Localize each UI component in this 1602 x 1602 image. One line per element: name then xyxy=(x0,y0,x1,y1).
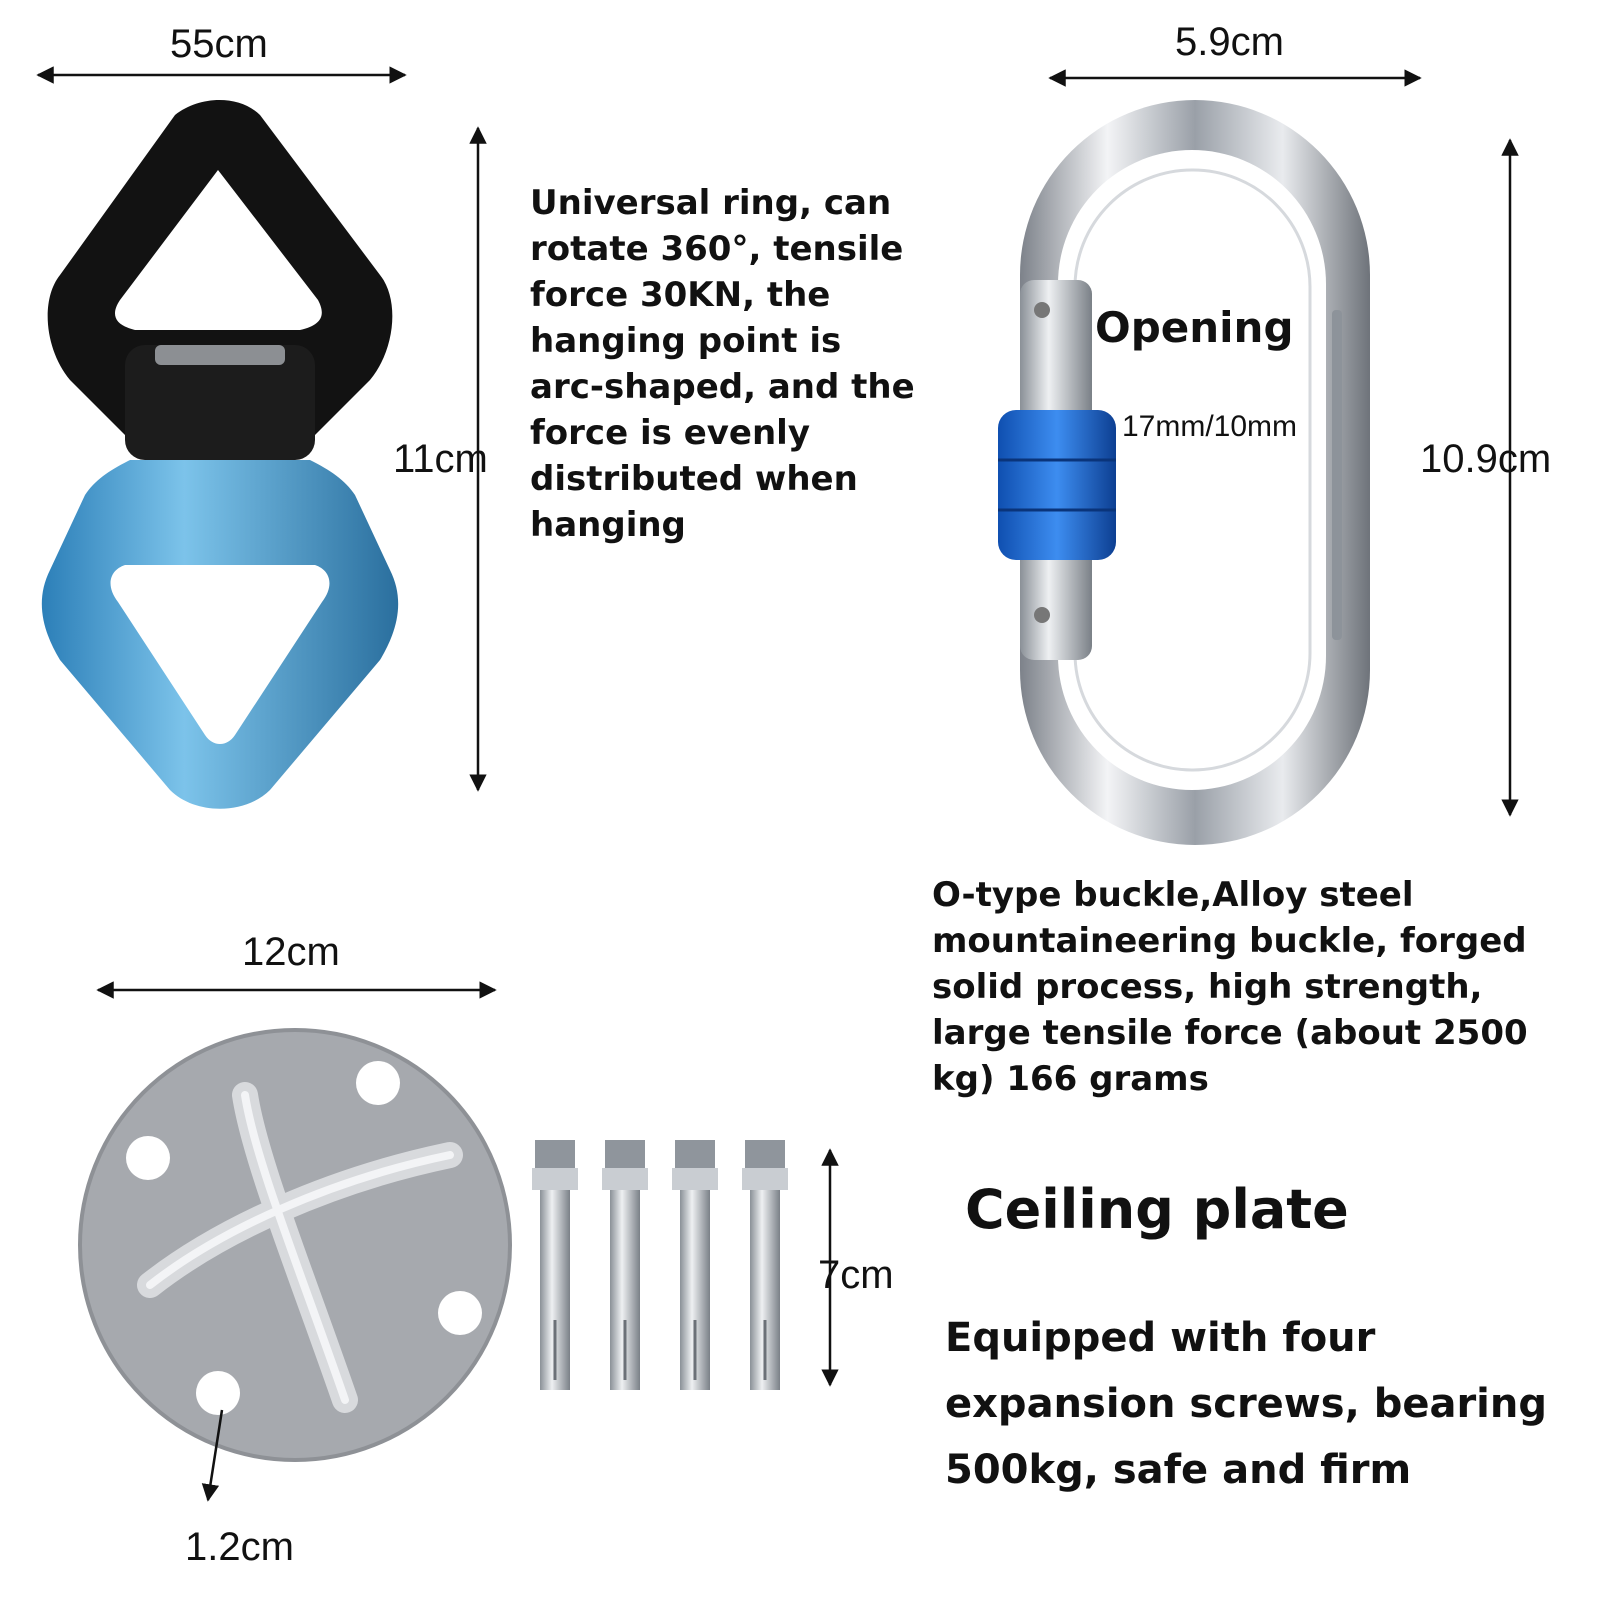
swivel-height-label: 11cm xyxy=(393,437,488,481)
ceiling-plate xyxy=(78,1028,512,1462)
swivel-ring xyxy=(41,100,399,809)
swivel-collar xyxy=(125,345,315,460)
plate-width-label: 12cm xyxy=(242,930,340,974)
plate-hole xyxy=(126,1136,170,1180)
expansion-screw xyxy=(532,1140,578,1390)
plate-hole xyxy=(356,1061,400,1105)
plate-hole xyxy=(196,1371,240,1415)
carabiner-description: O-type buckle,Alloy steel mountaineering… xyxy=(932,875,1528,1099)
plate-thickness-label: 1.2cm xyxy=(185,1525,294,1569)
plate-hole xyxy=(438,1291,482,1335)
carabiner-lock-sleeve xyxy=(998,410,1116,560)
carabiner-width-label: 5.9cm xyxy=(1175,20,1284,64)
ceiling-plate-heading: Ceiling plate xyxy=(965,1178,1349,1241)
carabiner-gate-label: 17mm/10mm xyxy=(1122,410,1298,443)
expansion-screw xyxy=(672,1140,718,1390)
carabiner xyxy=(998,100,1370,845)
expansion-screw xyxy=(742,1140,788,1390)
carabiner-height-label: 10.9cm xyxy=(1420,437,1552,481)
ceiling-plate-description: Equipped with four expansion screws, bea… xyxy=(945,1315,1547,1493)
swivel-bottom-ring xyxy=(41,460,399,809)
expansion-screws xyxy=(532,1140,788,1390)
screw-length-label: 7cm xyxy=(818,1253,894,1297)
carabiner-opening-label: Opening xyxy=(1095,303,1294,352)
plate-thickness-arrow xyxy=(201,1409,224,1502)
swivel-description: Universal ring, can rotate 360°, tensile… xyxy=(530,183,915,545)
expansion-screw xyxy=(602,1140,648,1390)
swivel-width-label: 55cm xyxy=(170,22,268,66)
